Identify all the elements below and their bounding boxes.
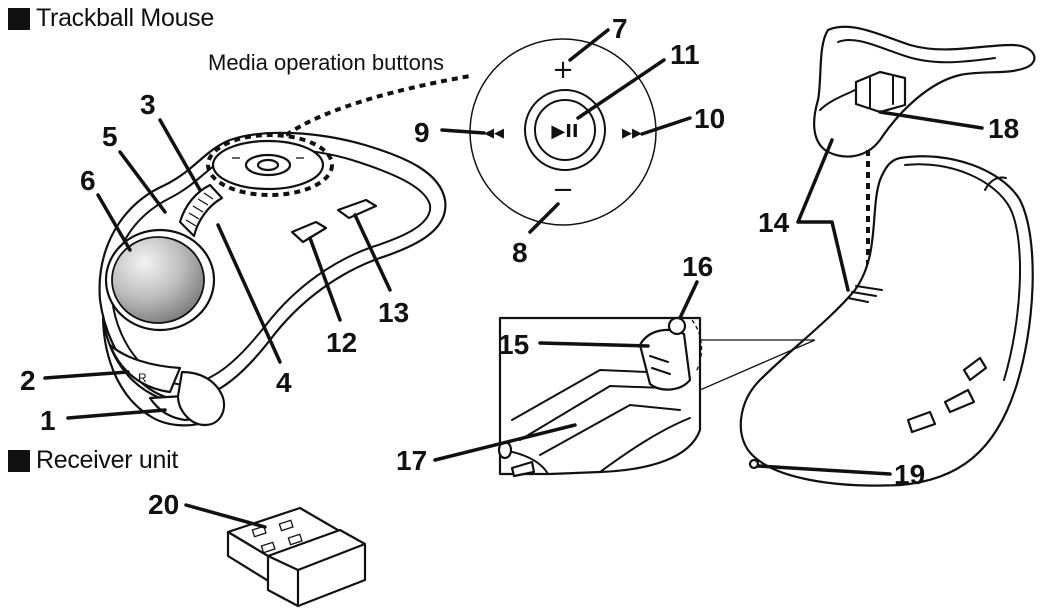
receiver-unit-title: Receiver unit (36, 446, 178, 474)
callout-5: 5 (102, 121, 118, 152)
callout-1: 1 (40, 405, 56, 436)
callout-19: 19 (894, 459, 925, 490)
volume-down-symbol: − (552, 175, 574, 205)
heading-square-icon (8, 7, 30, 30)
callout-20: 20 (148, 489, 179, 520)
callout-numbers: 1 2 3 4 5 6 7 8 9 10 11 12 13 14 15 16 1… (20, 13, 1019, 520)
callout-14: 14 (758, 207, 790, 238)
right-button-mark: R (138, 371, 147, 385)
callout-4: 4 (276, 367, 292, 398)
trackball-mouse-illustration: R (98, 74, 471, 427)
callout-10: 10 (694, 103, 725, 134)
media-dial-highlight (206, 133, 334, 197)
callout-11: 11 (670, 39, 700, 70)
trackball-mouse-heading: Trackball Mouse (8, 4, 214, 33)
forward-symbol: ▶▶ (622, 126, 642, 141)
callout-12: 12 (326, 327, 357, 358)
callout-17: 17 (396, 445, 427, 476)
rewind-symbol: ◀◀ (484, 126, 504, 141)
play-pause-symbol: ▶II (551, 121, 578, 142)
side-button-12 (290, 220, 328, 244)
callout-13: 13 (378, 297, 409, 328)
receiver-unit-heading: Receiver unit (8, 446, 178, 475)
media-buttons-label: Media operation buttons (208, 50, 445, 75)
callout-6: 6 (80, 165, 96, 196)
heading-square-icon (8, 449, 30, 472)
callout-leaders (43, 28, 984, 529)
callout-15: 15 (498, 329, 529, 360)
trackball-ball (111, 236, 205, 324)
callout-7: 7 (612, 13, 628, 44)
callout-8: 8 (512, 237, 528, 268)
receiver-unit-illustration (226, 506, 367, 608)
volume-up-symbol: + (552, 55, 574, 85)
side-button-13 (336, 198, 378, 220)
callout-3: 3 (140, 89, 156, 120)
callout-18: 18 (988, 113, 1019, 144)
mouse-bottom-illustration (739, 25, 1036, 487)
trackball-mouse-title: Trackball Mouse (36, 4, 214, 32)
media-buttons-panel: + − ▶II ◀◀ ▶▶ (469, 38, 657, 226)
callout-9: 9 (414, 117, 430, 148)
callout-2: 2 (20, 365, 36, 396)
battery-compartment-inset (497, 316, 816, 478)
callout-16: 16 (682, 251, 713, 282)
